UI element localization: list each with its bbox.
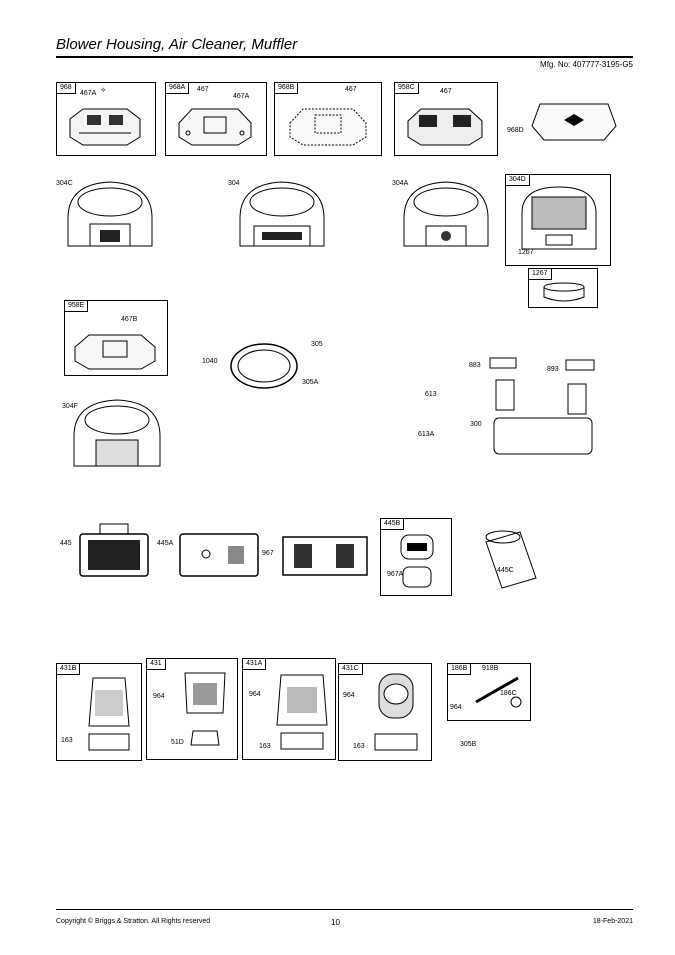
label-467: 467 bbox=[440, 88, 452, 95]
box-tag: 431 bbox=[146, 658, 166, 670]
footer-rule bbox=[56, 909, 633, 910]
box-tag: 958E bbox=[64, 300, 89, 312]
label-163: 163 bbox=[61, 737, 73, 744]
blower-cover-diagram bbox=[65, 103, 145, 147]
blower-cover-diagram bbox=[174, 103, 256, 147]
label-1267: 1267 bbox=[518, 249, 534, 256]
box-tag: 968 bbox=[56, 82, 76, 94]
box-tag: 431B bbox=[56, 663, 81, 675]
label-1040: 1040 bbox=[202, 358, 218, 365]
label-964: 964 bbox=[249, 691, 261, 698]
pre-filter-diagram bbox=[280, 534, 370, 578]
part-box-431B[interactable]: 431B 163 bbox=[56, 663, 142, 761]
screen-ring-diagram bbox=[541, 281, 587, 303]
footer-date: 18-Feb-2021 bbox=[592, 918, 633, 925]
box-tag: 431C bbox=[338, 663, 363, 675]
label-186C: 186C bbox=[500, 690, 517, 697]
label-304: 304 bbox=[228, 180, 240, 187]
label-968D: 968D bbox=[507, 127, 524, 134]
label-613: 613 bbox=[425, 391, 437, 398]
blower-housing-diagram bbox=[516, 183, 602, 261]
blower-housing-diagram bbox=[232, 176, 332, 258]
blower-housing-diagram bbox=[396, 176, 496, 258]
box-tag: 431A bbox=[242, 658, 267, 670]
label-967A: 967A bbox=[387, 571, 404, 578]
label-467A: 467A bbox=[233, 93, 250, 100]
label-51D: 51D bbox=[171, 739, 184, 746]
cylinder-filter-diagram bbox=[480, 528, 542, 592]
gasket-ring-diagram bbox=[228, 340, 300, 392]
blower-cover-diagram bbox=[285, 103, 371, 147]
part-box-431A[interactable]: 431A 964 163 bbox=[242, 658, 336, 760]
blower-housing-diagram bbox=[60, 176, 160, 258]
air-cleaner-base-diagram bbox=[365, 668, 427, 756]
label-964: 964 bbox=[450, 704, 462, 711]
air-cleaner-base-diagram bbox=[83, 672, 135, 754]
part-box-968[interactable]: 968 bbox=[56, 82, 156, 156]
label-467B: 467B bbox=[121, 316, 138, 323]
label-163: 163 bbox=[259, 743, 271, 750]
part-box-958E[interactable]: 958E bbox=[64, 300, 168, 376]
label-893: 893 bbox=[547, 366, 559, 373]
label-300: 300 bbox=[470, 421, 482, 428]
label-304A: 304A bbox=[392, 180, 409, 187]
footer-copyright: Copyright © Briggs & Stratton. All Right… bbox=[56, 918, 211, 925]
blower-cover-diagram bbox=[71, 329, 159, 371]
label-467: 467 bbox=[197, 86, 209, 93]
label-305B: 305B bbox=[460, 741, 477, 748]
muffler-diagram bbox=[486, 350, 606, 460]
part-box-431[interactable]: 431 964 51D bbox=[146, 658, 238, 760]
box-tag: 958C bbox=[394, 82, 419, 94]
air-cleaner-base-diagram bbox=[273, 669, 331, 755]
label-445A: 445A bbox=[157, 540, 174, 547]
part-box-304D[interactable]: 304D 1267 bbox=[505, 174, 611, 266]
label-305: 305 bbox=[311, 341, 323, 348]
label-304F: 304F bbox=[62, 403, 78, 410]
label-163: 163 bbox=[353, 743, 365, 750]
part-box-968B[interactable]: 968B bbox=[274, 82, 382, 156]
air-filter-diagram bbox=[76, 520, 152, 580]
box-tag: 968A bbox=[165, 82, 190, 94]
blower-housing-diagram bbox=[66, 394, 168, 478]
box-tag: 445B bbox=[380, 518, 405, 530]
label-467A: 467A bbox=[80, 90, 97, 97]
label-305A: 305A bbox=[302, 379, 319, 386]
part-box-186B[interactable]: 186B 918B 964 186C bbox=[447, 663, 531, 721]
pre-cleaner-diagram bbox=[397, 531, 437, 591]
box-tag: 304D bbox=[505, 174, 530, 186]
part-box-968A[interactable]: 968A bbox=[165, 82, 267, 156]
air-cleaner-base-diagram bbox=[177, 663, 233, 755]
label-304C: 304C bbox=[56, 180, 73, 187]
blower-cover-diagram bbox=[403, 103, 487, 147]
box-tag: 968B bbox=[274, 82, 299, 94]
screw-icon: ⟡ bbox=[101, 87, 106, 94]
label-964: 964 bbox=[343, 692, 355, 699]
box-tag: 186B bbox=[447, 663, 472, 675]
box-tag: 1267 bbox=[528, 268, 552, 280]
label-918B: 918B bbox=[482, 665, 499, 672]
part-box-431C[interactable]: 431C 964 163 bbox=[338, 663, 432, 761]
label-883: 883 bbox=[469, 362, 481, 369]
page-title: Blower Housing, Air Cleaner, Muffler bbox=[56, 36, 298, 53]
label-445: 445 bbox=[60, 540, 72, 547]
label-964: 964 bbox=[153, 693, 165, 700]
air-filter-diagram bbox=[176, 520, 262, 580]
header-rule bbox=[56, 56, 633, 58]
label-613A: 613A bbox=[418, 431, 435, 438]
label-445C: 445C bbox=[497, 567, 514, 574]
page-number: 10 bbox=[331, 918, 340, 927]
part-box-445B[interactable]: 445B 967A bbox=[380, 518, 452, 596]
part-box-958C[interactable]: 958C bbox=[394, 82, 498, 156]
breather-tube-diagram bbox=[472, 672, 526, 712]
label-967: 967 bbox=[262, 550, 274, 557]
part-box-1267[interactable]: 1267 bbox=[528, 268, 598, 308]
label-467: 467 bbox=[345, 86, 357, 93]
model-number: Mfg. No: 407777-3195-G5 bbox=[540, 60, 633, 69]
top-cover-diagram bbox=[530, 96, 618, 144]
